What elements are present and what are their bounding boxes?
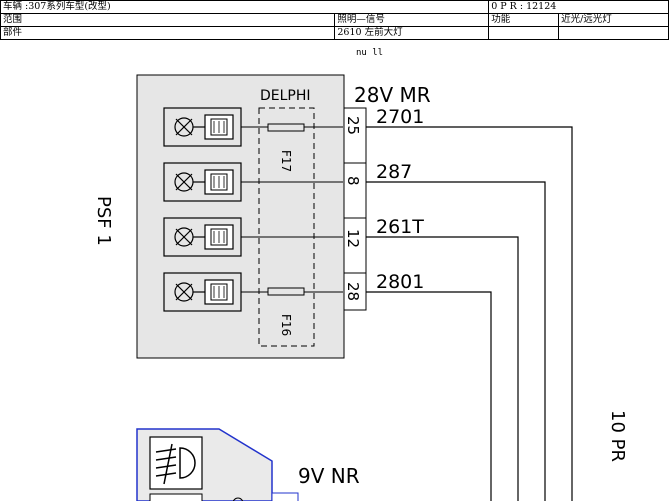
pin-28: 28: [344, 282, 362, 301]
connector-pin-column: [343, 107, 367, 311]
delphi-frame: [258, 107, 315, 347]
wire-261t: [366, 236, 519, 501]
null-note: nu ll: [356, 48, 384, 58]
part-value: 2610 左前大灯: [334, 26, 490, 40]
connector-bottom-label: 9V NR: [298, 464, 360, 488]
pin-8: 8: [344, 176, 362, 186]
pin-12: 12: [344, 229, 362, 248]
headlamp-symbol-box: [149, 436, 203, 490]
part-label: 部件: [0, 26, 336, 40]
wire-label-2801: 2801: [376, 271, 424, 293]
wire-287: [366, 181, 546, 501]
relay-4: [163, 272, 242, 312]
relay-1: [163, 107, 242, 147]
pin-25: 25: [344, 116, 362, 135]
fuse-f17: [267, 123, 305, 132]
fuse-f16: [267, 287, 305, 296]
wire-label-2701: 2701: [376, 106, 424, 128]
wire-2701: [366, 126, 573, 501]
fuse-f17-label: F17: [279, 150, 293, 172]
header-row-part: 部件 2610 左前大灯: [0, 26, 669, 40]
headlamp-lower-box: [149, 493, 203, 501]
fuse-f16-label: F16: [279, 314, 293, 336]
connector-top-label: 28V MR: [354, 83, 431, 107]
psf1-label: PSF 1: [93, 196, 114, 246]
part-empty-2: [558, 26, 669, 40]
wire-label-261t: 261T: [376, 216, 424, 238]
wire-label-287: 287: [376, 161, 412, 183]
connector-10pr-label: 10 PR: [607, 410, 628, 462]
header-table: 车辆 :307系列车型(改型) 0 P R : 12124 范围 照明—信号 功…: [0, 0, 669, 40]
relay-2: [163, 162, 242, 202]
wire-2801: [366, 291, 492, 501]
relay-3: [163, 217, 242, 257]
delphi-label: DELPHI: [260, 88, 311, 104]
headlamp-icon: [155, 443, 196, 485]
